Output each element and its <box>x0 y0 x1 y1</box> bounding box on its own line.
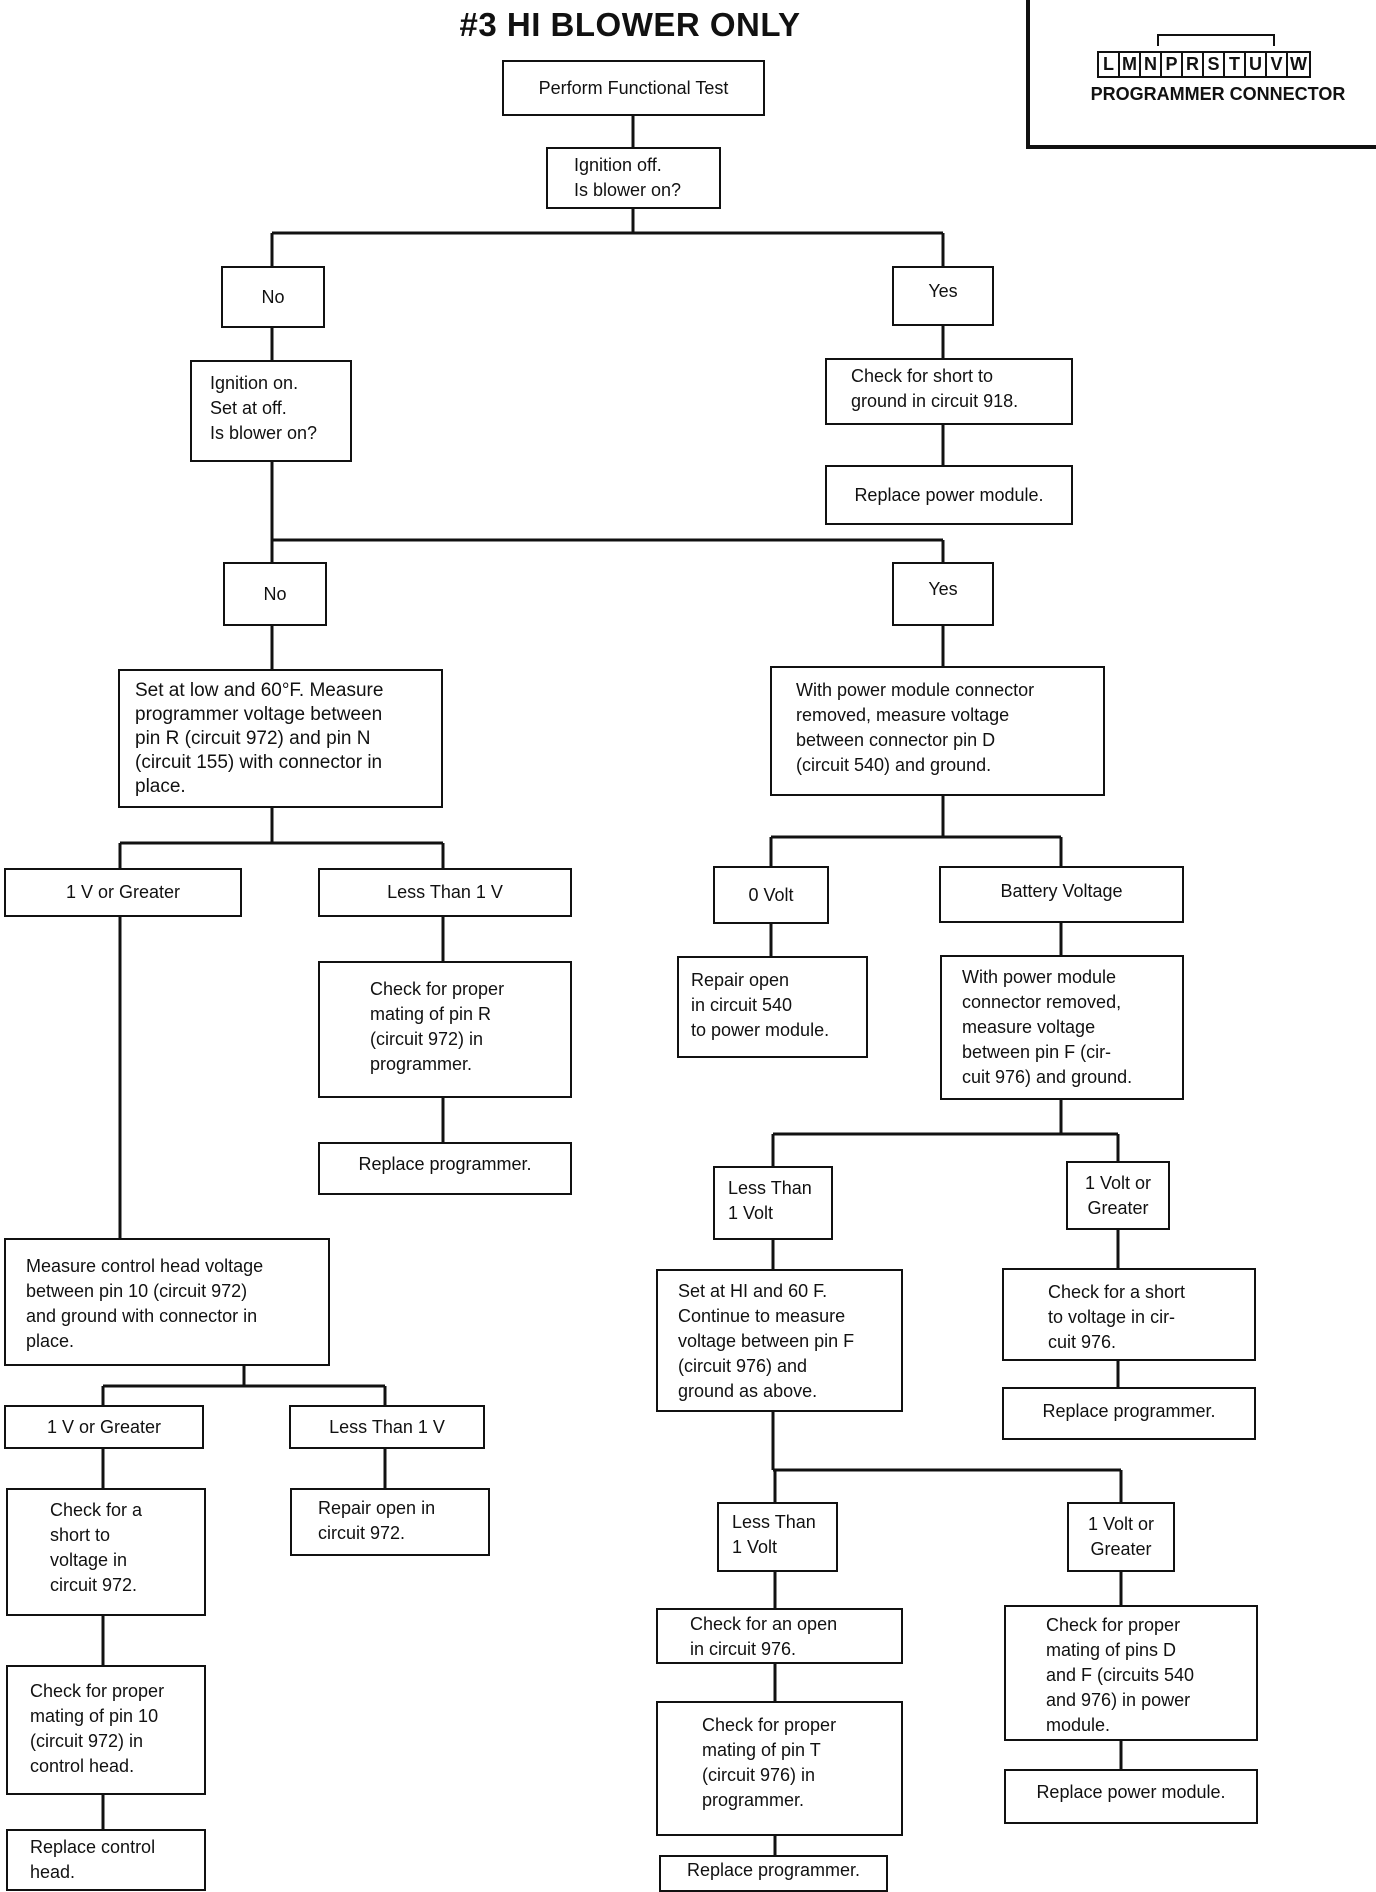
connector-pin: R <box>1183 53 1204 76</box>
node-check-mating-pin-10: Check for proper mating of pin 10 (circu… <box>6 1665 206 1795</box>
node-no-2: No <box>223 562 327 626</box>
page-title: #3 HI BLOWER ONLY <box>459 6 801 43</box>
node-f-1-volt-or-greater: 1 Volt or Greater <box>1066 1161 1170 1230</box>
connector-pin: P <box>1162 53 1183 76</box>
node-check-mating-pin-t: Check for proper mating of pin T (circui… <box>656 1701 903 1836</box>
node-hi-1-volt-or-greater: 1 Volt or Greater <box>1067 1502 1175 1572</box>
connector-label: PROGRAMMER CONNECTOR <box>1090 84 1346 104</box>
node-measure-control-head-voltage: Measure control head voltage between pin… <box>4 1238 330 1366</box>
connector-pin: N <box>1141 53 1162 76</box>
node-no-1: No <box>221 266 325 328</box>
node-head-1v-or-greater: 1 V or Greater <box>4 1405 204 1449</box>
node-battery-voltage: Battery Voltage <box>939 866 1184 923</box>
connector-pin: U <box>1246 53 1267 76</box>
node-check-short-918: Check for short to ground in circuit 918… <box>825 358 1073 425</box>
node-ignition-on-question: Ignition on. Set at off. Is blower on? <box>190 360 352 462</box>
node-replace-programmer-2: Replace programmer. <box>1002 1387 1256 1440</box>
node-hi-less-than-1-volt: Less Than 1 Volt <box>717 1502 838 1572</box>
node-head-less-than-1v: Less Than 1 V <box>289 1405 485 1449</box>
node-measure-pin-f-voltage: With power module connector removed, mea… <box>940 955 1184 1100</box>
node-check-short-972: Check for a short to voltage in circuit … <box>6 1488 206 1616</box>
node-perform-functional-test: Perform Functional Test <box>502 60 765 116</box>
node-replace-power-module-1: Replace power module. <box>825 465 1073 525</box>
node-replace-programmer-3: Replace programmer. <box>659 1855 888 1892</box>
connector-pin: S <box>1204 53 1225 76</box>
connector-pin: V <box>1267 53 1288 76</box>
node-repair-open-540: Repair open in circuit 540 to power modu… <box>677 956 868 1058</box>
node-replace-control-head: Replace control head. <box>6 1829 206 1891</box>
node-yes-1: Yes <box>892 266 994 326</box>
node-measure-pin-d-voltage: With power module connector removed, mea… <box>770 666 1105 796</box>
node-zero-volt: 0 Volt <box>713 866 829 924</box>
node-yes-2: Yes <box>892 562 994 626</box>
node-measure-programmer-voltage: Set at low and 60°F. Measure programmer … <box>118 669 443 808</box>
node-repair-open-972: Repair open in circuit 972. <box>290 1488 490 1556</box>
programmer-connector-pins: L M N P R S T U V W <box>1097 51 1311 78</box>
connector-legend-frame <box>1026 0 1376 149</box>
node-f-less-than-1-volt: Less Than 1 Volt <box>713 1166 833 1240</box>
node-check-open-976: Check for an open in circuit 976. <box>656 1608 903 1664</box>
node-check-mating-pin-r: Check for proper mating of pin R (circui… <box>318 961 572 1098</box>
node-check-short-976: Check for a short to voltage in cir- cui… <box>1002 1268 1256 1361</box>
connector-pin: L <box>1099 53 1120 76</box>
node-check-mating-pins-d-f: Check for proper mating of pins D and F … <box>1004 1605 1258 1741</box>
connector-pin: M <box>1120 53 1141 76</box>
node-set-at-hi-measure: Set at HI and 60 F. Continue to measure … <box>656 1269 903 1412</box>
node-prog-less-than-1v: Less Than 1 V <box>318 868 572 917</box>
connector-pin: T <box>1225 53 1246 76</box>
node-ignition-off-question: Ignition off. Is blower on? <box>546 147 721 209</box>
node-replace-power-module-2: Replace power module. <box>1004 1769 1258 1824</box>
node-prog-1v-or-greater: 1 V or Greater <box>4 868 242 917</box>
node-replace-programmer-1: Replace programmer. <box>318 1142 572 1195</box>
connector-bracket <box>1157 34 1275 46</box>
connector-pin: W <box>1290 54 1307 74</box>
